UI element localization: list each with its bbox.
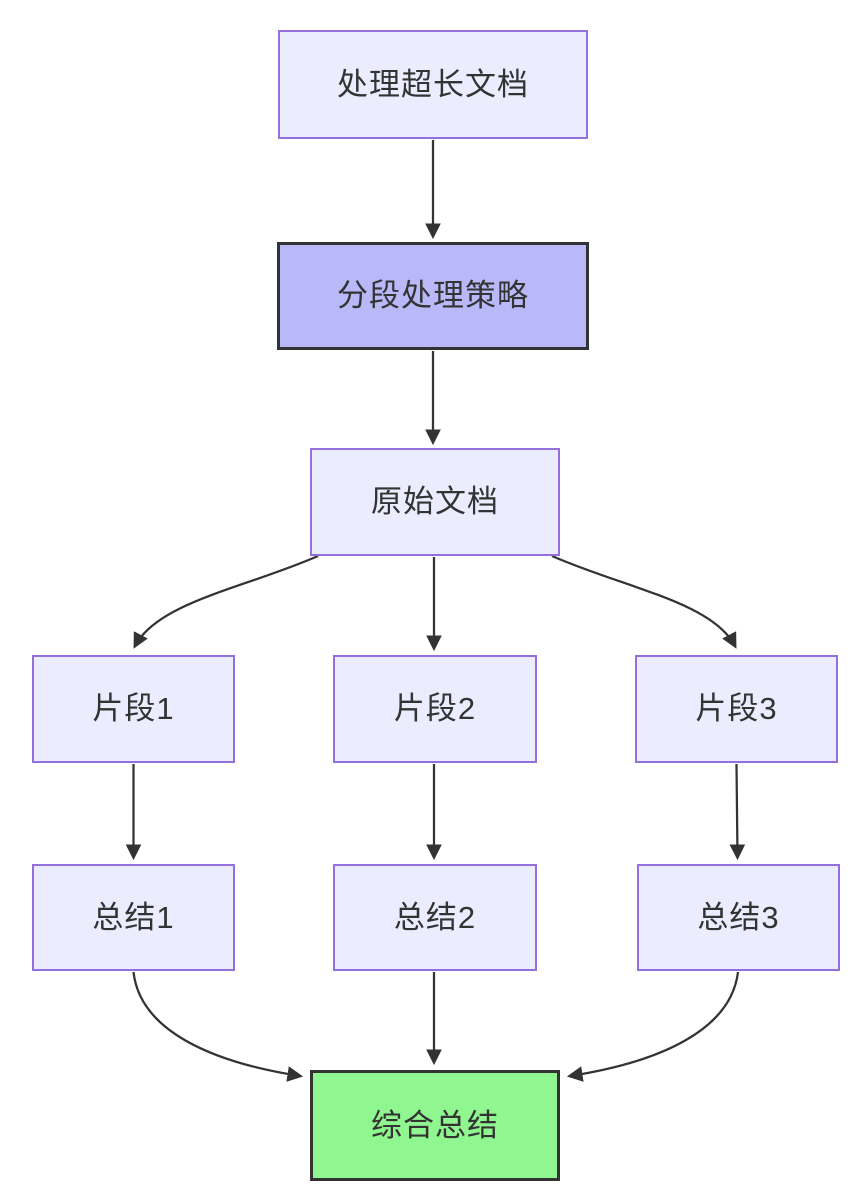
node-summary-2: 总结2	[333, 864, 537, 971]
node-fragment-2: 片段2	[333, 655, 537, 763]
node-label: 片段3	[695, 691, 778, 727]
node-label: 总结2	[393, 899, 477, 935]
edge-original-to-fragment-3	[551, 554, 737, 649]
node-final-summary: 综合总结	[310, 1070, 560, 1181]
node-label: 分段处理策略	[337, 278, 529, 314]
edge-summary-1-to-final	[132, 971, 304, 1082]
node-original-document: 原始文档	[310, 448, 560, 556]
node-summary-1: 总结1	[32, 864, 235, 971]
node-fragment-3: 片段3	[635, 655, 838, 763]
edge-fragment-3-to-summary-3	[729, 763, 746, 861]
edge-summary-3-to-final	[566, 971, 740, 1082]
node-label: 原始文档	[371, 484, 499, 520]
node-label: 片段1	[92, 691, 175, 727]
node-summary-3: 总结3	[637, 864, 840, 971]
node-fragment-1: 片段1	[32, 655, 235, 763]
node-label: 总结1	[92, 899, 175, 935]
node-label: 处理超长文档	[337, 66, 529, 102]
node-process-long-document: 处理超长文档	[278, 30, 588, 139]
node-label: 综合总结	[371, 1107, 499, 1143]
node-label: 片段2	[393, 691, 477, 727]
edge-original-to-fragment-1	[133, 554, 319, 649]
node-segmentation-strategy: 分段处理策略	[277, 242, 589, 350]
node-label: 总结3	[697, 899, 780, 935]
